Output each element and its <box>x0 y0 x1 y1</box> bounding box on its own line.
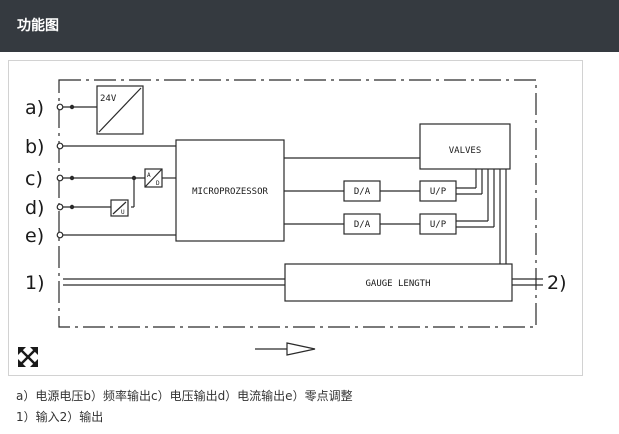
terminal-e <box>56 231 64 239</box>
converter-label-u: U <box>121 209 125 216</box>
functional-diagram: a) b) c) d) e) 1) 2) 24V A D U MICROPROZ… <box>25 79 567 356</box>
valves-block <box>419 123 511 170</box>
caption-inputs: a）电源电压b）频率输出c）电压输出d）电流输出e）零点调整 <box>16 389 353 403</box>
gauge-length-block <box>284 263 513 302</box>
up-label-2: U/P <box>430 220 447 230</box>
microprocessor-label: MICROPROZESSOR <box>192 187 268 197</box>
valves-label: VALVES <box>449 146 482 156</box>
terminal-b <box>56 142 64 150</box>
input-label-a: a) <box>25 97 44 119</box>
up-label-1: U/P <box>430 187 447 197</box>
enclosure-boundary <box>58 79 537 328</box>
terminal-c <box>56 174 64 182</box>
supply-label: 24V <box>100 94 117 104</box>
supply-block <box>96 85 144 135</box>
ad-label-d: D <box>156 180 160 187</box>
port-label-out: 2) <box>547 272 567 294</box>
functional-diagram-frame: a) b) c) d) e) 1) 2) 24V A D U MICROPROZ… <box>8 60 583 376</box>
da-label-1: D/A <box>354 187 371 197</box>
port-label-in: 1) <box>25 272 45 294</box>
terminal-a <box>56 103 64 111</box>
gauge-length-label: GAUGE LENGTH <box>365 279 430 289</box>
input-label-d: d) <box>25 197 44 219</box>
da-label-2: D/A <box>354 220 371 230</box>
input-label-e: e) <box>25 225 44 247</box>
caption-ports: 1）输入2）输出 <box>16 410 104 424</box>
current-converter <box>110 199 129 217</box>
input-label-b: b) <box>25 136 44 158</box>
header-bar: 功能图 <box>0 0 619 52</box>
expand-arrows-icon[interactable] <box>17 346 39 368</box>
terminal-d <box>56 203 64 211</box>
page-title: 功能图 <box>17 18 59 34</box>
input-label-c: c) <box>25 168 43 190</box>
flow-arrow <box>255 342 316 356</box>
ad-label-a: A <box>147 172 151 179</box>
